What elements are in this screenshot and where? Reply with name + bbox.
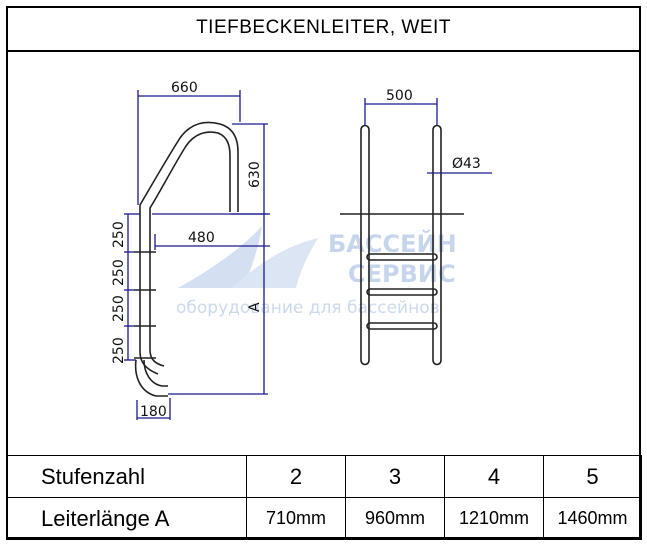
table-row: Leiterlänge A 710mm 960mm 1210mm 1460mm xyxy=(6,497,642,540)
dim-offset: 480 xyxy=(188,230,215,246)
row-label-steps: Stufenzahl xyxy=(6,455,247,498)
table-cell: 3 xyxy=(345,455,445,498)
dim-length-a: A xyxy=(247,302,263,312)
table-cell: 710mm xyxy=(246,497,346,540)
dim-height-top: 630 xyxy=(247,161,263,188)
table-cell: 2 xyxy=(246,455,346,498)
front-view-ladder xyxy=(340,124,464,366)
front-dimensions xyxy=(364,98,492,174)
dim-front-width: 500 xyxy=(386,88,413,104)
watermark-line-1: БАССЕЙН xyxy=(328,229,457,258)
dim-step-2: 250 xyxy=(111,259,127,286)
table-cell: 1460mm xyxy=(543,497,642,540)
dim-width-top: 660 xyxy=(171,80,198,96)
table-cell: 5 xyxy=(543,455,642,498)
row-label-length: Leiterlänge A xyxy=(6,497,247,540)
dim-step-4: 250 xyxy=(111,337,127,364)
watermark-wave-icon xyxy=(178,226,262,288)
table-cell: 1210mm xyxy=(444,497,544,540)
table-row: Stufenzahl 2 3 4 5 xyxy=(6,455,642,498)
dim-step-1: 250 xyxy=(111,221,127,248)
spec-table: Stufenzahl 2 3 4 5 Leiterlänge A 710mm 9… xyxy=(6,455,642,540)
dim-foot: 180 xyxy=(140,404,167,420)
dim-step-3: 250 xyxy=(111,295,127,322)
watermark: БАССЕЙН СЕРВИС оборудование для бассейно… xyxy=(176,226,457,318)
watermark-line-2: СЕРВИС xyxy=(348,260,456,288)
table-cell: 960mm xyxy=(345,497,445,540)
dim-tube-diameter: Ø43 xyxy=(452,156,481,172)
watermark-wave-icon-2 xyxy=(232,238,318,288)
table-cell: 4 xyxy=(444,455,544,498)
watermark-line-3: оборудование для бассейнов xyxy=(176,298,440,318)
title-bar: TIEFBECKENLEITER, WEIT xyxy=(6,6,641,52)
page-title: TIEFBECKENLEITER, WEIT xyxy=(196,17,451,38)
side-dimensions xyxy=(124,90,270,420)
side-view-ladder xyxy=(134,121,239,397)
